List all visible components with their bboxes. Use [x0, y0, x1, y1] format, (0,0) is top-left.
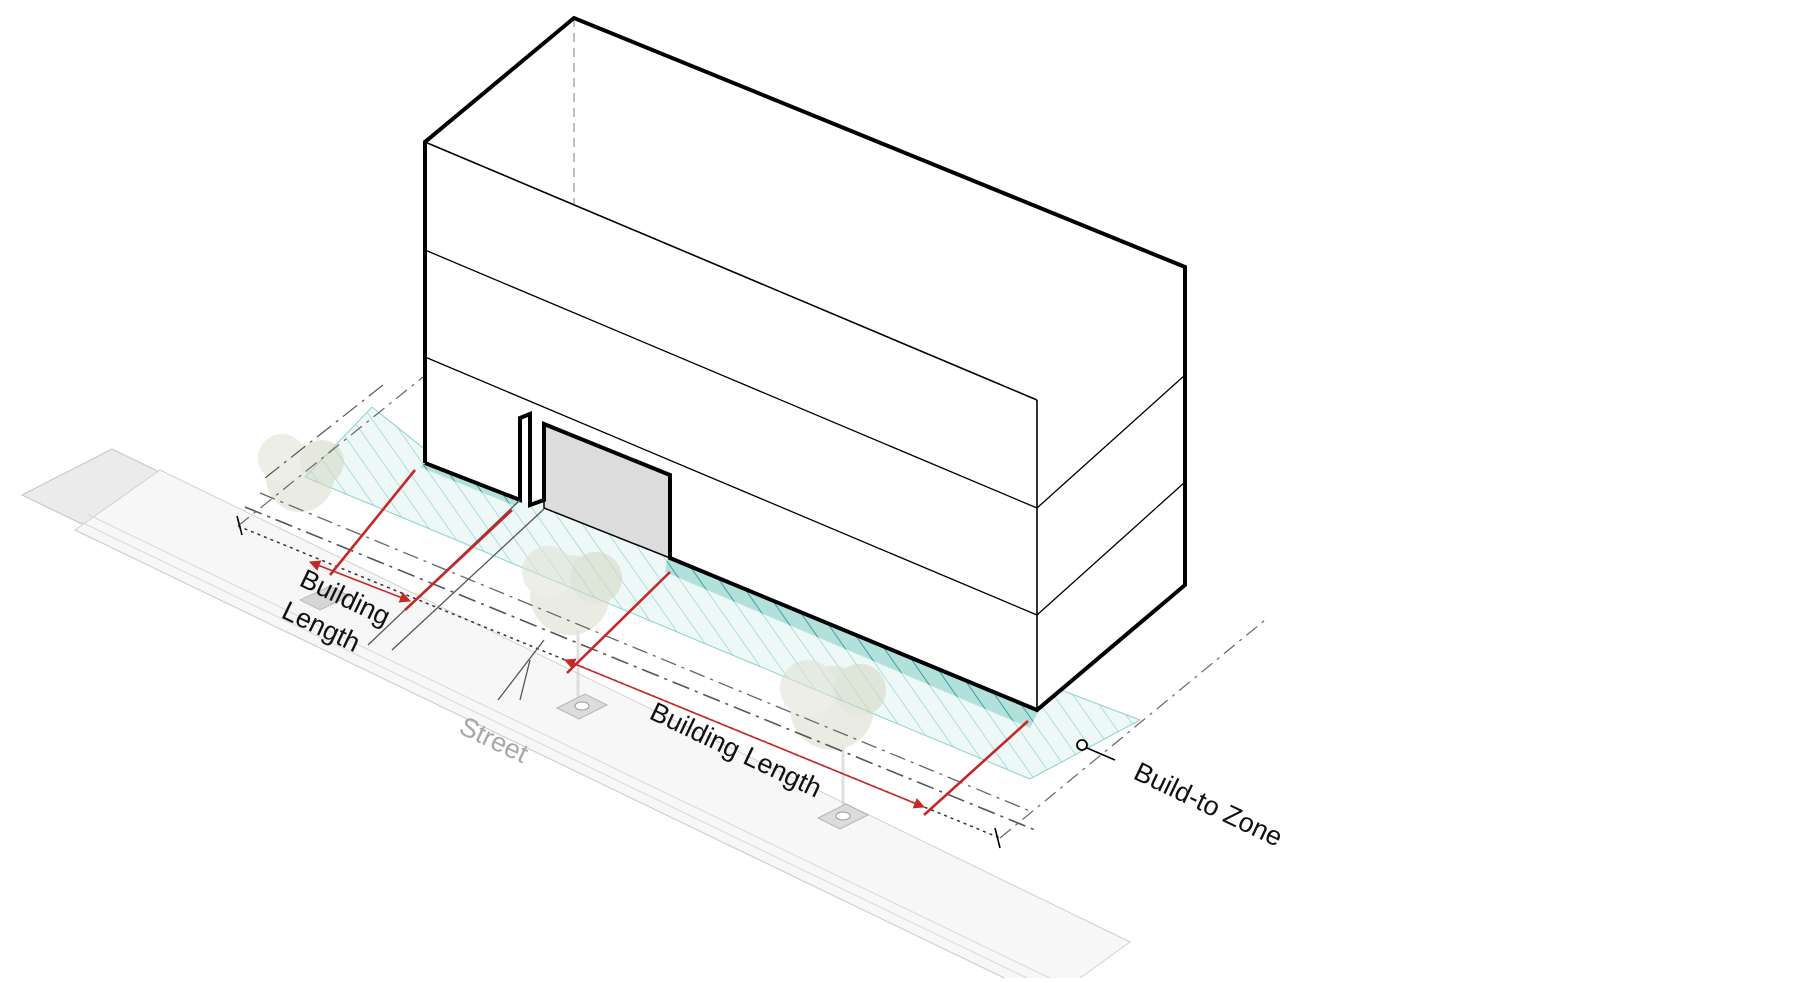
dimension-extension-left-1 — [328, 469, 417, 576]
floor-line-1-side — [1036, 374, 1186, 509]
dimension-extension-right-2 — [923, 720, 1029, 816]
building-length-dimension-left — [308, 469, 513, 611]
floor-line-2 — [424, 356, 1038, 616]
building-mass — [423, 15, 1187, 713]
tree-grate-3 — [816, 803, 870, 830]
end-tick-left — [236, 515, 243, 536]
build-to-zone-callout: Build-to Zone — [1076, 739, 1287, 853]
roof-front-edge — [424, 141, 1038, 401]
floor-line-1 — [424, 249, 1038, 509]
leader-circle-icon — [1076, 739, 1088, 751]
build-to-zone-frontage-right — [665, 556, 1040, 728]
building-front-face — [425, 142, 1037, 710]
floor-line-2-side — [1036, 481, 1186, 616]
leader-line — [1086, 747, 1116, 761]
dimension-extension-left-2 — [404, 509, 513, 611]
dimension-arrow-right — [563, 658, 926, 809]
end-tick-right — [994, 827, 1001, 849]
dimension-arrow-left — [308, 560, 412, 603]
build-to-zone-label: Build-to Zone — [1129, 756, 1287, 852]
dimension-extension-right-1 — [566, 571, 671, 674]
lot-edge-left — [264, 384, 384, 479]
building-length-dimension-right — [563, 571, 1029, 816]
building-outline — [423, 15, 1187, 713]
curb-line — [74, 529, 1016, 983]
tree-1 — [258, 434, 344, 512]
building-side-face — [1037, 267, 1185, 710]
